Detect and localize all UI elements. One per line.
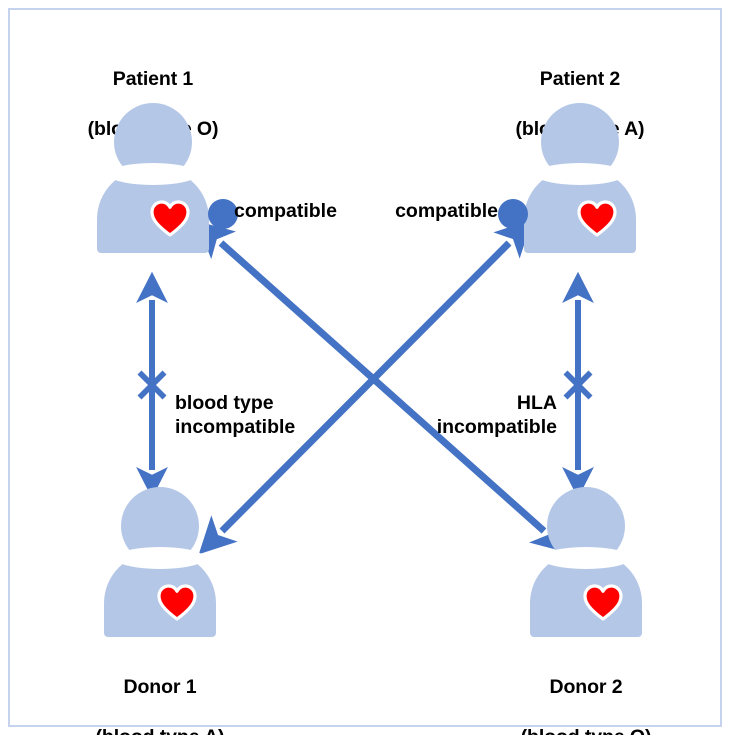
donor-2-role: Donor 2 — [549, 675, 623, 698]
patient-2-role: Patient 2 — [539, 67, 621, 90]
edge-label-line1: HLA — [516, 391, 557, 414]
person-neck-gap — [535, 163, 625, 185]
edge-label-patient2-donor2: HLA incompatible — [371, 368, 557, 439]
heart-icon — [157, 584, 197, 621]
edge-label-line1: blood type — [175, 391, 274, 414]
patient-1-figure — [88, 103, 218, 253]
compatible-dot-left-icon — [208, 199, 238, 229]
donor-1-figure — [95, 487, 225, 637]
donor-1-label: Donor 1 (blood type A) — [55, 650, 265, 735]
x-cross-right-icon — [563, 370, 593, 400]
x-cross-left-icon — [137, 370, 167, 400]
edge-label-donor1-patient2: compatible — [395, 200, 498, 222]
edge-label-line2: incompatible — [436, 415, 557, 438]
person-neck-gap — [115, 547, 205, 569]
edge-label-line2: incompatible — [175, 415, 296, 438]
donor-2-label: Donor 2 (blood type O) — [481, 650, 691, 735]
person-neck-gap — [108, 163, 198, 185]
heart-icon — [577, 200, 617, 237]
donor-2-figure — [521, 487, 651, 637]
heart-icon — [150, 200, 190, 237]
edge-label-patient1-donor1: blood type incompatible — [175, 368, 365, 439]
person-neck-gap — [541, 547, 631, 569]
compatible-dot-right-icon — [498, 199, 528, 229]
edge-label-donor2-patient1: compatible — [234, 200, 337, 222]
donor-1-role: Donor 1 — [123, 675, 197, 698]
donor-2-detail: (blood type O) — [481, 725, 691, 735]
heart-icon — [583, 584, 623, 621]
patient-1-role: Patient 1 — [112, 67, 194, 90]
patient-2-figure — [515, 103, 645, 253]
donor-1-detail: (blood type A) — [55, 725, 265, 735]
